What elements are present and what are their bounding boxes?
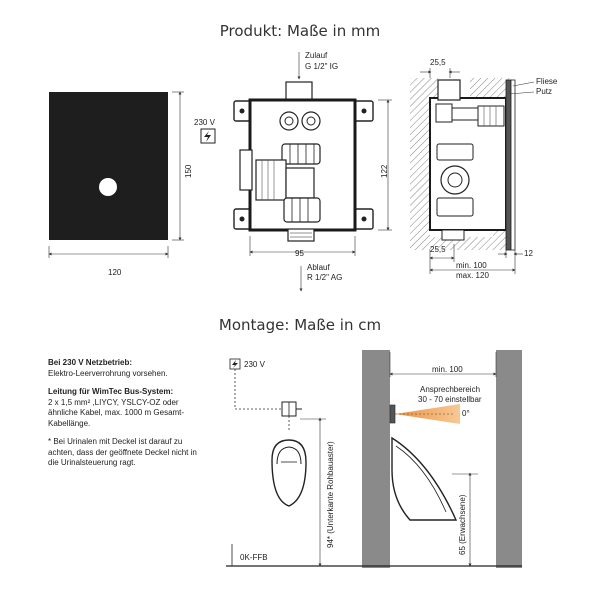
range-label-2: 30 - 70 einstellbar [418, 395, 482, 404]
range-label-1: Ansprechbereich [420, 385, 481, 394]
note3-text: * Bei Urinalen mit Deckel ist darauf zu … [48, 437, 197, 467]
inlet-label: Zulauf [305, 51, 328, 60]
body-width-label: 95 [295, 249, 304, 258]
note2-text: 2 x 1,5 mm² ,LIYCY, YSLCY-OZ oder ähnlic… [48, 397, 185, 428]
montage-notes: Bei 230 V Netzbetrieb: Elektro-Leerverro… [48, 358, 208, 477]
angle-label: 0° [462, 409, 470, 418]
montage-right [352, 350, 522, 568]
min-distance-label: min. 100 [432, 365, 463, 374]
side-min-depth: min. 100 [456, 261, 487, 270]
valve-body [233, 52, 392, 292]
outlet-thread: R 1/2" AG [307, 273, 343, 282]
front-width-label: 120 [108, 268, 122, 277]
inlet-thread: G 1/2" IG [305, 62, 339, 71]
note1-heading: Bei 230 V Netzbetrieb: [48, 358, 133, 367]
side-top-dim: 25,5 [430, 58, 446, 67]
fliese-label: Fliese [536, 77, 558, 86]
side-right-dim: 12 [524, 249, 533, 258]
lightning-icon [200, 128, 216, 144]
body-voltage-label: 230 V [194, 118, 215, 127]
montage-title: Montage: Maße in cm [218, 316, 382, 334]
body-height-label: 122 [380, 164, 389, 178]
putz-label: Putz [536, 87, 553, 96]
side-bottom-dim: 25,5 [430, 245, 446, 254]
note2-heading: Leitung für WimTec Bus-System: [48, 387, 174, 396]
montage-voltage-label: 230 V [244, 360, 265, 369]
note1-text: Elektro-Leerverrohrung vorsehen. [48, 368, 168, 378]
front-plate [48, 91, 184, 258]
front-height-label: 150 [184, 164, 193, 178]
product-title: Produkt: Maße in mm [219, 22, 381, 40]
height-label: 94* (Unterkante Rohbauaster) [326, 441, 335, 548]
montage-left [226, 358, 352, 567]
side-max-depth: max. 120 [456, 271, 489, 280]
floor-label: 0K-FFB [240, 553, 268, 562]
outlet-label: Ablauf [307, 263, 330, 272]
adult-height-label: 65 (Erwachsene) [458, 494, 467, 555]
side-view [410, 68, 535, 274]
